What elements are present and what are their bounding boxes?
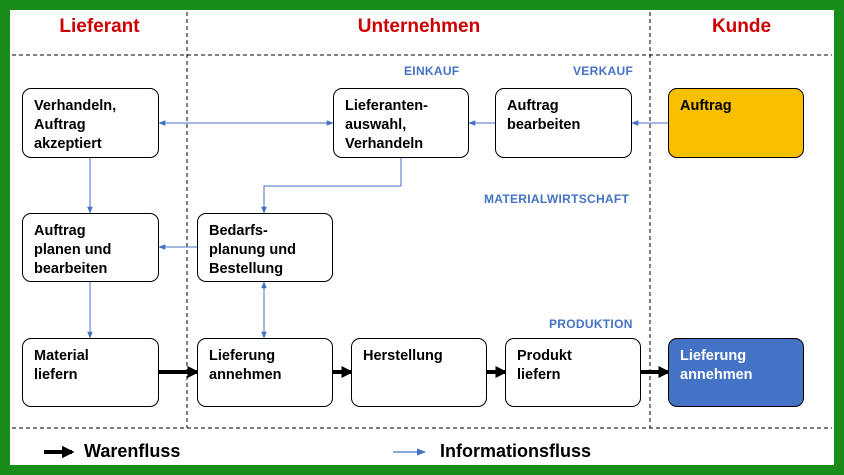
box-herstellung: Herstellung [351, 338, 487, 407]
info-arrow-lieferantenauswahl-bedarfsplanung [261, 158, 402, 214]
legend-informationsfluss-label: Informationsfluss [440, 441, 592, 461]
box-auftrag-kunde: Auftrag [668, 88, 804, 158]
box-lieferung-annehmen: Lieferung annehmen [197, 338, 333, 407]
box-bedarfsplanung: Bedarfs- planung und Bestellung [197, 213, 333, 282]
box-lieferantenauswahl: Lieferanten- auswahl, Verhandeln [333, 88, 469, 158]
legend-warenfluss-label: Warenfluss [84, 441, 181, 461]
section-label-materialwirtschaft: MATERIALWIRTSCHAFT [484, 192, 630, 206]
section-label-einkauf: EINKAUF [404, 64, 460, 78]
box-material-liefern: Material liefern [22, 338, 159, 407]
column-title-kunde: Kunde [711, 16, 772, 37]
section-label-produktion: PRODUKTION [549, 317, 633, 331]
section-label-verkauf: VERKAUF [573, 64, 634, 78]
box-produkt-liefern: Produkt liefern [505, 338, 641, 407]
box-auftrag-bearbeiten: Auftrag bearbeiten [495, 88, 632, 158]
box-kunde-lieferung-annehmen: Lieferung annehmen [668, 338, 804, 407]
box-verhandeln-auftrag-akzeptiert: Verhandeln, Auftrag akzeptiert [22, 88, 159, 158]
column-title-unternehmen: Unternehmen [357, 16, 481, 37]
column-title-lieferant: Lieferant [59, 16, 140, 37]
box-auftrag-planen: Auftrag planen und bearbeiten [22, 213, 159, 282]
